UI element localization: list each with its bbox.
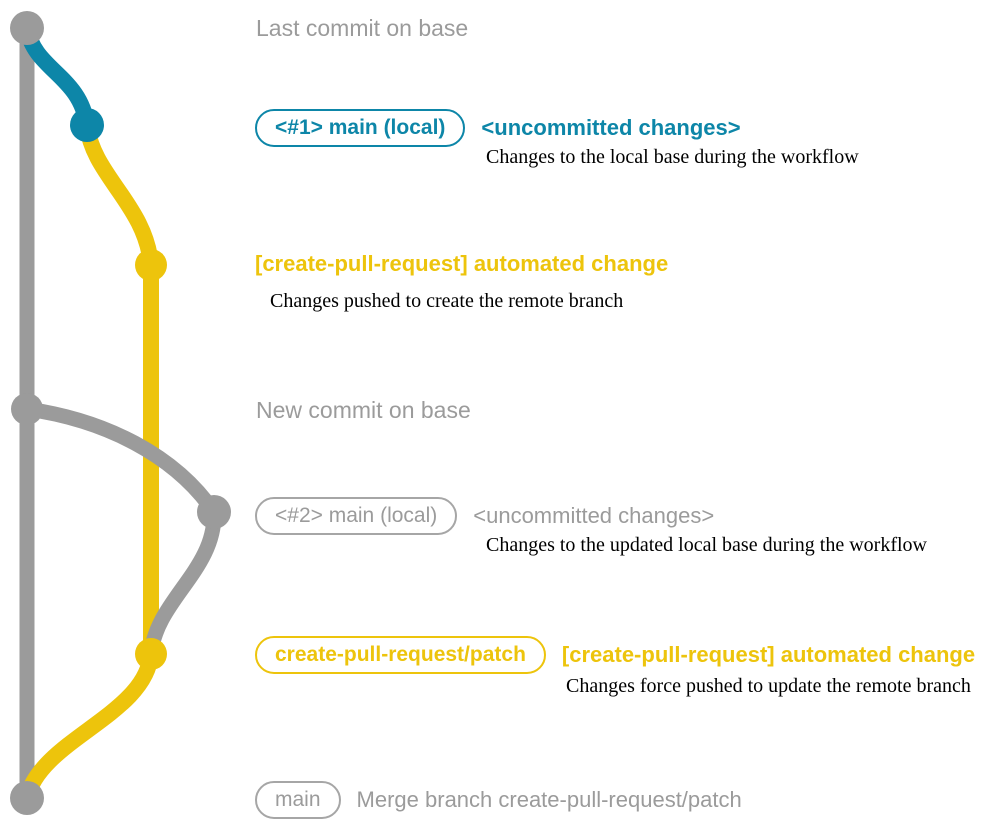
commit-row-patch-1: [create-pull-request] automated change — [255, 253, 668, 275]
commit-subject-patch-1: [create-pull-request] automated change — [255, 251, 669, 276]
commit-note-local-1: Changes to the local base during the wor… — [486, 146, 859, 168]
edge-patch2-to-merge — [19, 646, 159, 806]
edge-local2-to-patch2 — [143, 504, 222, 662]
commit-subject-local-1: <uncommitted changes> — [481, 115, 741, 140]
commit-node-base-merge[interactable] — [10, 781, 44, 815]
commit-subject-patch-2: [create-pull-request] automated change — [561, 642, 976, 667]
commit-note-local-2: Changes to the updated local base during… — [486, 534, 927, 556]
heading-last-commit-on-base: Last commit on base — [256, 15, 469, 41]
commit-row-local-1: <#1> main (local) <uncommitted changes> — [255, 109, 741, 147]
commit-node-patch-1[interactable] — [135, 249, 167, 281]
commit-row-patch-2: create-pull-request/patch [create-pull-r… — [255, 636, 975, 674]
commit-node-patch-2[interactable] — [135, 638, 167, 670]
commit-subject-merge: Merge branch create-pull-request/patch — [356, 787, 742, 812]
commit-subject-local-2: <uncommitted changes> — [473, 503, 715, 528]
commit-row-merge: main Merge branch create-pull-request/pa… — [255, 781, 742, 819]
ref-badge-main-local-2[interactable]: <#2> main (local) — [255, 497, 458, 535]
commit-node-local-2[interactable] — [197, 495, 231, 529]
heading-new-commit-on-base: New commit on base — [256, 397, 471, 423]
ref-badge-main[interactable]: main — [255, 781, 341, 819]
commit-note-patch-1: Changes pushed to create the remote bran… — [270, 290, 624, 312]
ref-badge-create-pull-request-patch[interactable]: create-pull-request/patch — [255, 636, 546, 674]
commit-row-local-2: <#2> main (local) <uncommitted changes> — [255, 497, 714, 535]
edge-basenew-to-local2 — [19, 401, 222, 520]
edge-local1-to-patch1 — [79, 117, 159, 273]
commit-node-base-top[interactable] — [10, 11, 44, 45]
commit-node-local-1[interactable] — [70, 108, 104, 142]
ref-badge-main-local-1[interactable]: <#1> main (local) — [255, 109, 466, 147]
commit-note-patch-2: Changes force pushed to update the remot… — [566, 675, 971, 697]
commit-node-base-new[interactable] — [11, 393, 43, 425]
